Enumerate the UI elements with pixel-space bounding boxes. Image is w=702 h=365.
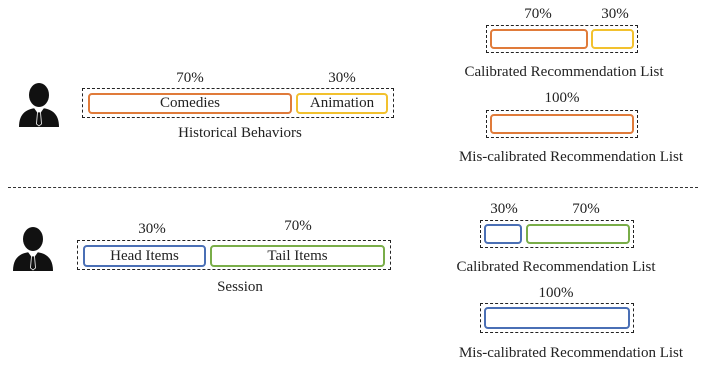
bottom-miscalibrated-caption: Mis-calibrated Recommendation List	[458, 345, 684, 361]
bottom-calibrated-box	[480, 220, 634, 248]
top-calibrated-orange-segment	[490, 29, 588, 49]
bottom-calibrated-left-percent: 30%	[490, 201, 518, 217]
top-calibrated-yellow-segment	[591, 29, 634, 49]
history-box	[82, 88, 394, 118]
history-left-percent: 70%	[176, 70, 204, 86]
user-icon-bottom	[10, 226, 56, 272]
user-icon-top	[16, 82, 62, 128]
bottom-miscalibrated-box	[480, 303, 634, 333]
session-left-percent: 30%	[138, 221, 166, 237]
session-head-items-segment: Head Items	[83, 245, 206, 267]
top-miscalibrated-box	[486, 110, 638, 138]
history-animation-segment: Animation	[296, 93, 388, 114]
top-calibrated-box	[486, 25, 638, 53]
section-divider	[8, 187, 698, 188]
top-calibrated-left-percent: 70%	[524, 6, 552, 22]
top-calibrated-right-percent: 30%	[601, 6, 629, 22]
bottom-calibrated-green-segment	[526, 224, 630, 244]
top-miscalibrated-percent: 100%	[544, 90, 580, 106]
bottom-calibrated-caption: Calibrated Recommendation List	[456, 259, 656, 275]
bottom-calibrated-blue-segment	[484, 224, 522, 244]
top-miscalibrated-orange-segment	[490, 114, 634, 134]
bottom-calibrated-right-percent: 70%	[572, 201, 600, 217]
bottom-miscalibrated-percent: 100%	[538, 285, 574, 301]
session-right-percent: 70%	[284, 218, 312, 234]
bottom-miscalibrated-blue-segment	[484, 307, 630, 329]
history-caption: Historical Behaviors	[178, 125, 302, 141]
top-miscalibrated-caption: Mis-calibrated Recommendation List	[458, 149, 684, 165]
session-tail-items-segment: Tail Items	[210, 245, 385, 267]
session-caption: Session	[217, 279, 263, 295]
session-box	[77, 240, 391, 270]
top-calibrated-caption: Calibrated Recommendation List	[464, 64, 664, 80]
history-comedies-segment: Comedies	[88, 93, 292, 114]
history-right-percent: 30%	[328, 70, 356, 86]
